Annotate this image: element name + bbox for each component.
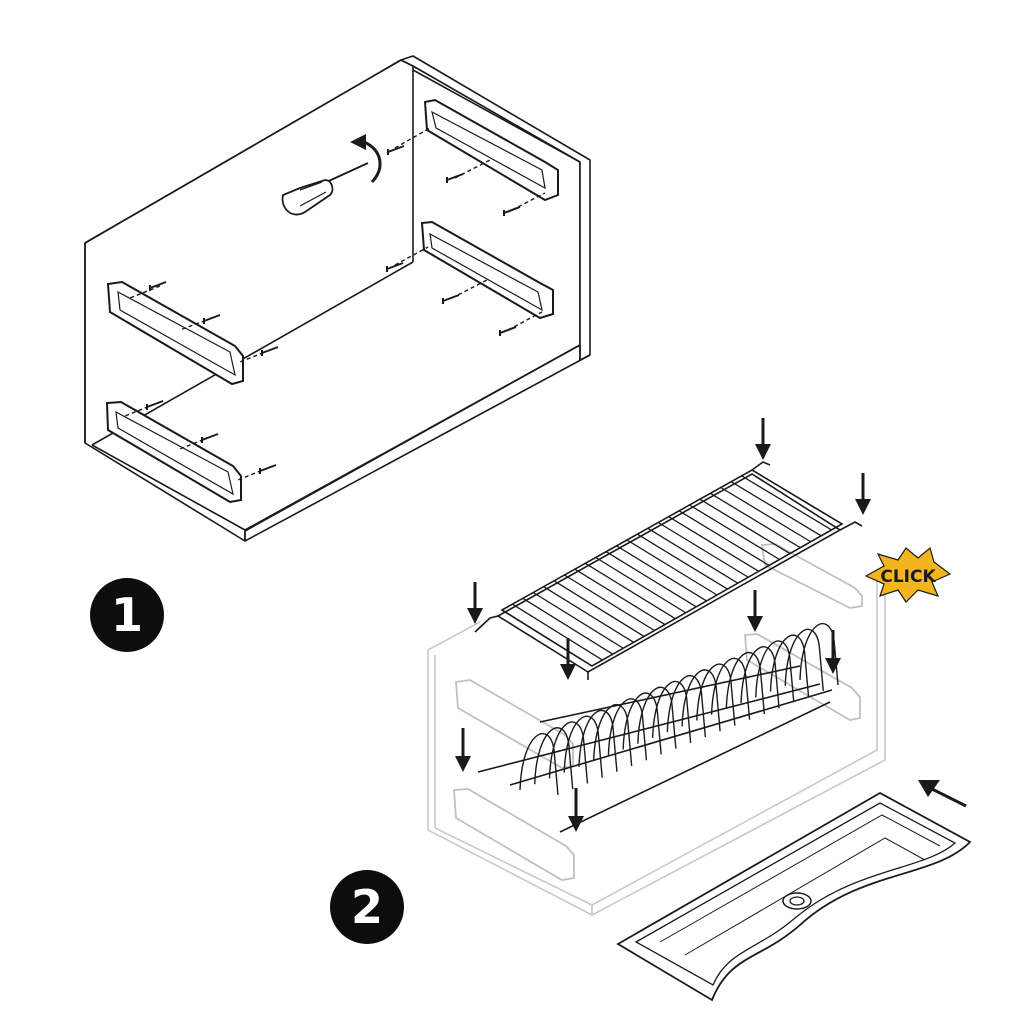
rack-wire	[647, 527, 739, 584]
rack-wire	[730, 481, 822, 537]
click-callout: CLICK	[864, 546, 952, 603]
step2-arrows	[455, 418, 967, 832]
rack-wire	[584, 562, 676, 620]
rack-wire	[574, 568, 666, 626]
rack-wire	[553, 580, 645, 637]
dish-wire	[696, 663, 736, 726]
down-arrow-icon	[560, 638, 576, 680]
rack-wire	[501, 609, 593, 667]
step2-cabinet-ghost	[427, 575, 886, 916]
rack-wire	[512, 603, 603, 661]
rack-wire	[657, 521, 749, 578]
rack-wire	[709, 492, 801, 549]
rack-wire	[637, 533, 728, 590]
rack-wire	[678, 510, 770, 566]
step2-upper-rack	[474, 461, 863, 680]
rack-wire	[532, 591, 624, 649]
rack-wire	[595, 556, 687, 614]
dish-wire	[592, 703, 633, 767]
down-arrow-icon	[467, 582, 483, 624]
rack-wire	[741, 475, 832, 531]
rack-wire	[616, 545, 707, 602]
dish-wire	[725, 651, 766, 715]
step1-rails	[105, 98, 559, 504]
rack-wire	[699, 498, 791, 555]
insert-arrow-icon	[918, 780, 967, 808]
click-label: CLICK	[880, 567, 936, 587]
step1-cabinet	[84, 55, 591, 542]
down-arrow-icon	[747, 590, 763, 632]
rack-wire	[720, 486, 812, 543]
screwdriver-icon	[281, 162, 369, 216]
down-arrow-icon	[825, 630, 841, 674]
down-arrow-icon	[455, 728, 471, 772]
step-2-badge: 2	[330, 870, 404, 944]
step2-dish-rack	[477, 622, 839, 833]
rack-wire	[605, 551, 697, 608]
rack-wire	[689, 504, 780, 561]
dish-wire	[681, 669, 721, 732]
rotate-arrow-icon	[350, 134, 382, 184]
down-arrow-icon	[755, 418, 771, 460]
step1-screws	[124, 127, 546, 481]
dish-wire	[784, 628, 824, 691]
step-1-badge: 1	[90, 578, 164, 652]
down-arrow-icon	[568, 788, 584, 832]
step2-rails-ghost	[453, 543, 863, 881]
rack-wire	[564, 574, 655, 632]
rack-wire	[543, 586, 635, 643]
rack-wire	[626, 539, 718, 596]
down-arrow-icon	[855, 473, 871, 515]
step2-drip-tray	[616, 791, 972, 1002]
dish-wire	[666, 675, 707, 738]
rack-wire	[751, 469, 843, 525]
rack-wire	[522, 597, 614, 655]
rack-wire	[668, 516, 760, 572]
